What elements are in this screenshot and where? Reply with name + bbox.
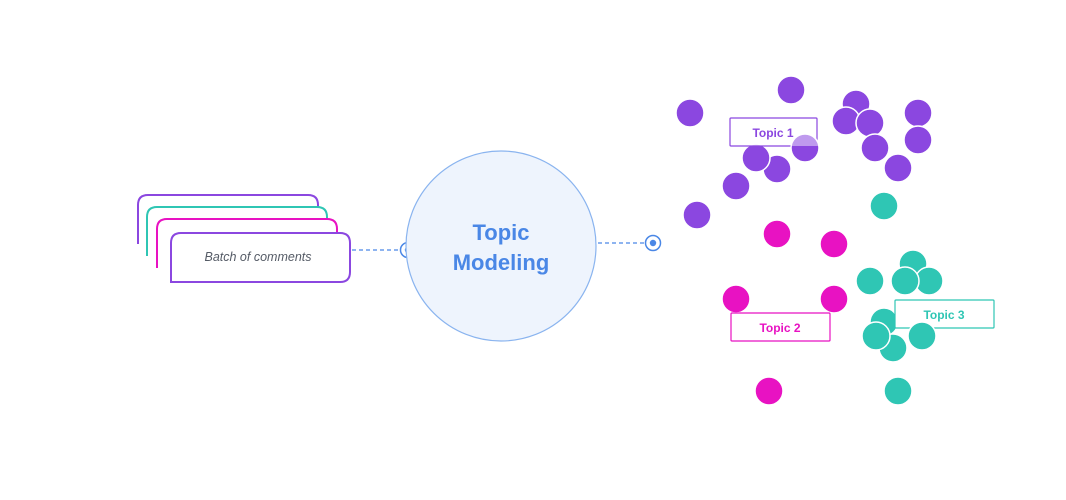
- topic-2-label-box: [730, 312, 831, 342]
- topic-2-point: [754, 376, 784, 406]
- topic-3-point: [855, 266, 885, 296]
- connector-node-output: [644, 234, 662, 252]
- topic-1-point: [883, 153, 913, 183]
- topic-2-point: [819, 229, 849, 259]
- topic-3-point: [869, 191, 899, 221]
- topic-1-point: [675, 98, 705, 128]
- topic-3-point: [890, 266, 920, 296]
- topic-3-point: [907, 321, 937, 351]
- comment-card-front: [170, 232, 351, 283]
- topic-3-cluster-front: [861, 321, 937, 406]
- topic-2-label: Topic 2: [759, 321, 800, 335]
- topic-3-label-box: [894, 299, 995, 329]
- topic-2-point: [721, 284, 751, 314]
- topic-1-point: [860, 133, 890, 163]
- comment-card-label: Batch of comments: [205, 250, 312, 264]
- topic-modeling-title-line1: Topic: [472, 220, 529, 245]
- topic-1-point: [903, 125, 933, 155]
- topic-1-point: [855, 108, 885, 138]
- comment-card-stack: Batch of comments: [137, 194, 351, 283]
- topic-2-point: [762, 219, 792, 249]
- topic-1-point: [682, 200, 712, 230]
- topic-2-point: [819, 284, 849, 314]
- topic-1-point-highlight: [791, 132, 819, 146]
- topic-1-point: [903, 98, 933, 128]
- topic-1-cluster: [675, 75, 933, 230]
- topic-2-cluster: [721, 219, 849, 406]
- topic-1-point: [721, 171, 751, 201]
- topic-1-point: [776, 75, 806, 105]
- topic-1-point: [790, 133, 820, 163]
- topic-modeling-node: Topic Modeling: [405, 150, 597, 342]
- topic-1-label: Topic 1: [752, 126, 793, 140]
- topic-3-point: [883, 376, 913, 406]
- topic-3-label: Topic 3: [923, 308, 964, 322]
- topic-modeling-title-line2: Modeling: [453, 250, 550, 275]
- topic-1-point: [741, 143, 771, 173]
- topic-3-point: [861, 321, 891, 351]
